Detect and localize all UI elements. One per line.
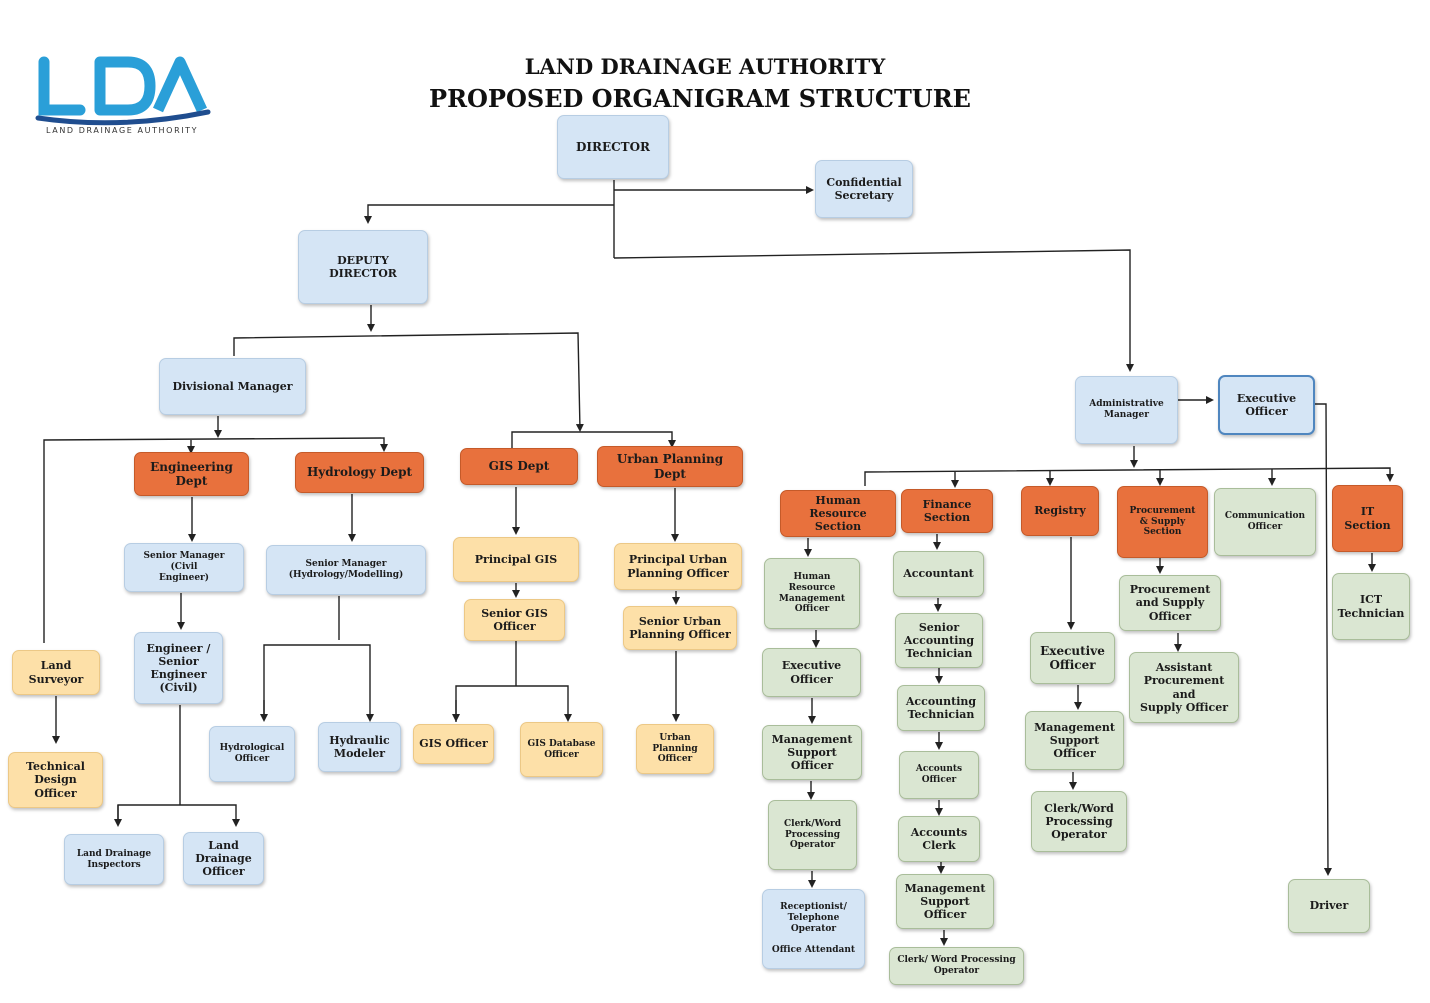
node-director: DIRECTOR: [557, 115, 669, 179]
node-finance-section: Finance Section: [901, 489, 993, 533]
node-senior-gis-officer: Senior GIS Officer: [464, 599, 565, 641]
node-administrative-manager: Administrative Manager: [1075, 376, 1178, 444]
node-hydrology-dept: Hydrology Dept: [295, 452, 424, 493]
node-engineering-dept: Engineering Dept: [134, 452, 249, 496]
node-divisional-manager: Divisional Manager: [159, 358, 306, 415]
node-it-section: IT Section: [1332, 485, 1403, 552]
node-accounts-officer: Accounts Officer: [899, 751, 979, 799]
node-hr-section: Human Resource Section: [780, 490, 896, 537]
node-driver: Driver: [1288, 879, 1370, 933]
node-hydraulic-modeler: Hydraulic Modeler: [318, 722, 401, 772]
node-gis-officer: GIS Officer: [413, 724, 494, 764]
node-hr-receptionist: Receptionist/ Telephone Operator Office …: [762, 889, 865, 969]
node-accounting-technician: Accounting Technician: [897, 685, 985, 731]
node-gis-database-officer: GIS Database Officer: [520, 722, 603, 777]
node-land-drainage-officer: Land Drainage Officer: [183, 832, 264, 885]
node-executive-officer-admin: Executive Officer: [1218, 375, 1315, 435]
node-deputy-director: DEPUTY DIRECTOR: [298, 230, 428, 304]
node-senior-manager-hydrology: Senior Manager (Hydrology/Modelling): [266, 545, 426, 595]
node-confidential-secretary: Confidential Secretary: [815, 160, 913, 218]
node-accountant: Accountant: [893, 551, 984, 597]
node-communication-officer: Communication Officer: [1214, 488, 1316, 556]
node-principal-gis: Principal GIS: [453, 537, 579, 582]
node-engineer-senior-engineer: Engineer / Senior Engineer (Civil): [134, 632, 223, 704]
node-urban-planning-officer: Urban Planning Officer: [636, 724, 714, 774]
node-procurement-section: Procurement & Supply Section: [1117, 486, 1208, 558]
node-senior-accounting-technician: Senior Accounting Technician: [895, 613, 983, 668]
node-hr-clerk: Clerk/Word Processing Operator: [768, 800, 857, 870]
node-registry-executive-officer: Executive Officer: [1030, 632, 1115, 684]
chart-subtitle: PROPOSED ORGANIGRAM STRUCTURE: [429, 84, 971, 113]
node-finance-clerk: Clerk/ Word Processing Operator: [889, 947, 1024, 985]
node-ict-technician: ICT Technician: [1332, 573, 1410, 640]
node-hydrological-officer: Hydrological Officer: [209, 726, 295, 782]
node-registry-management-support: Management Support Officer: [1025, 711, 1124, 770]
node-hr-management-support: Management Support Officer: [762, 725, 862, 780]
node-registry-clerk: Clerk/Word Processing Operator: [1031, 791, 1127, 852]
node-assistant-procurement-officer: Assistant Procurement and Supply Officer: [1129, 652, 1239, 723]
node-land-surveyor: Land Surveyor: [12, 650, 100, 695]
node-land-drainage-inspectors: Land Drainage Inspectors: [64, 834, 164, 885]
node-procurement-officer: Procurement and Supply Officer: [1119, 575, 1221, 631]
node-senior-urban-planning: Senior Urban Planning Officer: [623, 606, 737, 650]
node-technical-design-officer: Technical Design Officer: [8, 752, 103, 808]
node-hr-executive-officer: Executive Officer: [762, 648, 861, 697]
node-senior-manager-civil: Senior Manager (Civil Engineer): [124, 543, 244, 592]
chart-title: LAND DRAINAGE AUTHORITY: [524, 54, 886, 79]
node-finance-management-support: Management Support Officer: [896, 874, 994, 929]
node-accounts-clerk: Accounts Clerk: [898, 816, 980, 862]
node-urban-planning-dept: Urban Planning Dept: [597, 446, 743, 487]
lda-logo: [35, 56, 211, 126]
node-principal-urban-planning: Principal Urban Planning Officer: [614, 543, 742, 590]
node-registry: Registry: [1021, 486, 1099, 536]
node-gis-dept: GIS Dept: [460, 448, 578, 485]
node-hr-management-officer: Human Resource Management Officer: [764, 558, 860, 629]
logo-subtitle: LAND DRAINAGE AUTHORITY: [46, 126, 199, 135]
